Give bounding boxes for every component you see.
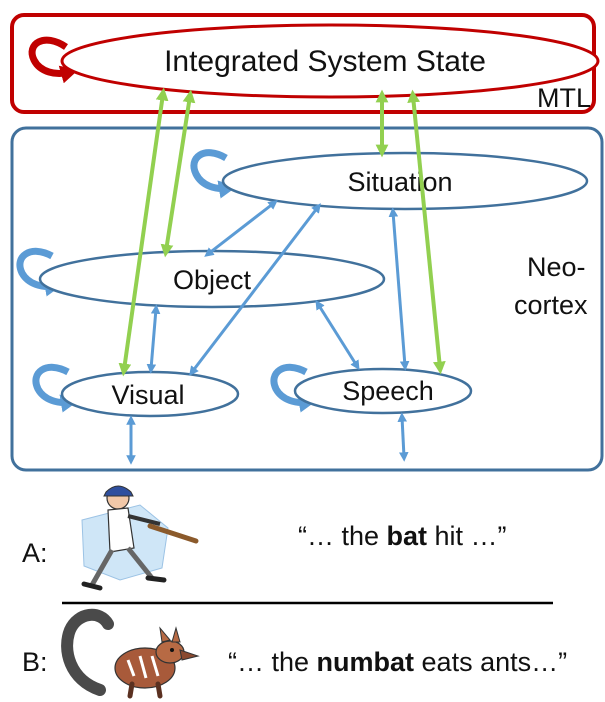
example-a-prefix: A:	[22, 538, 48, 568]
mtl-region-label: MTL	[537, 83, 591, 113]
integrated-system-state-node	[60, 23, 600, 99]
neocortex-label-line1: Neo-	[527, 252, 586, 282]
example-b-quote-close: eats ants…”	[414, 647, 567, 677]
example-a-quote-close: hit …”	[427, 521, 507, 551]
baseball-batter-icon	[81, 485, 199, 591]
mtl-recurrent-loop-icon	[28, 36, 79, 84]
numbat-icon	[61, 609, 200, 699]
blue-arrow-situation-speech	[388, 207, 410, 371]
example-a-quote-open: “… the	[298, 521, 387, 551]
green-arrow-mtl-to-object	[160, 89, 196, 258]
example-b-quote: “… the numbat eats ants…”	[228, 647, 567, 677]
situation-recurrent-loop-icon	[190, 149, 237, 199]
object-label: Object	[173, 265, 252, 295]
integrated-system-state-label: Integrated System State	[164, 45, 486, 78]
green-arrow-mtl-to-visual	[118, 87, 169, 377]
object-recurrent-loop-icon	[16, 247, 63, 297]
green-arrow-mtl-to-speech	[407, 89, 446, 375]
speech-label: Speech	[342, 376, 434, 406]
example-a-quote: “… the bat hit …”	[298, 521, 507, 551]
example-b-keyword: numbat	[317, 647, 415, 677]
blue-arrow-object-visual	[146, 304, 161, 374]
example-a-keyword: bat	[387, 521, 428, 551]
blue-arrow-speech-input	[397, 412, 409, 462]
example-b-prefix: B:	[22, 647, 48, 677]
blue-arrow-situation-visual	[189, 203, 321, 376]
blue-arrow-object-speech	[315, 299, 360, 371]
example-b-quote-open: “… the	[228, 647, 317, 677]
visual-label: Visual	[111, 380, 184, 410]
speech-node	[293, 367, 473, 415]
neocortex-label-line2: cortex	[514, 290, 588, 320]
situation-label: Situation	[347, 167, 452, 197]
visual-recurrent-loop-icon	[32, 363, 79, 413]
